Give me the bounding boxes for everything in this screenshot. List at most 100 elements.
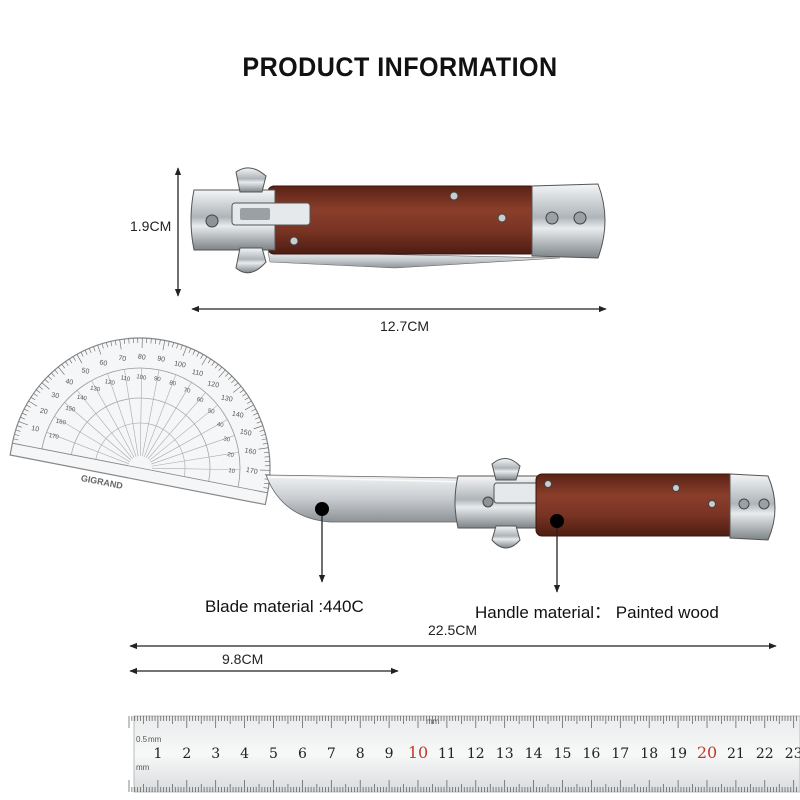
- protractor-tick: [35, 389, 41, 394]
- protractor-tick: [80, 352, 84, 357]
- protractor-tick: [180, 344, 183, 350]
- protractor-label: 160: [244, 447, 257, 456]
- ruler-unit-mm-bottom: mm: [136, 763, 150, 772]
- protractor-label: 20: [39, 408, 48, 416]
- protractor-tick: [192, 350, 196, 355]
- protractor-tick: [253, 412, 258, 416]
- handle-material-label: Handle material： Painted wood: [475, 603, 719, 622]
- protractor-tick: [13, 438, 19, 441]
- protractor-tick: [264, 465, 270, 467]
- ruler-number: 1: [153, 746, 162, 762]
- protractor-tick: [244, 404, 254, 411]
- protractor-label: 130: [90, 386, 102, 394]
- protractor-tick: [218, 366, 223, 372]
- protractor-tick: [128, 338, 130, 344]
- protractor-tick: [150, 338, 152, 344]
- protractor-label: 170: [245, 467, 258, 476]
- protractor-tick: [154, 338, 157, 344]
- protractor-tick: [251, 408, 256, 412]
- ruler-number: 9: [385, 746, 394, 762]
- protractor-tick: [54, 369, 59, 374]
- protractor-tick: [182, 346, 187, 357]
- protractor-tick: [61, 363, 66, 369]
- protractor-tick: [218, 369, 226, 378]
- protractor-tick: [110, 341, 113, 347]
- protractor-tick: [228, 375, 233, 380]
- ruler-number: 5: [269, 746, 278, 762]
- protractor-tick: [15, 429, 21, 432]
- protractor-label: 70: [183, 388, 191, 395]
- protractor-tick: [14, 434, 20, 436]
- protractor-ray: [91, 380, 135, 458]
- protractor-label: 100: [136, 374, 148, 382]
- ruler-number: 2: [182, 746, 191, 762]
- blade-length-label: 9.8CM: [222, 651, 264, 667]
- ruler-number: 23: [785, 746, 800, 762]
- protractor-tick: [41, 382, 50, 390]
- protractor-tick: [101, 343, 104, 349]
- protractor-tick: [253, 425, 264, 430]
- closed-height-label: 1.9CM: [130, 218, 172, 234]
- protractor-tick: [84, 350, 88, 355]
- protractor-tick: [123, 338, 126, 344]
- protractor-tick: [254, 416, 260, 420]
- protractor-label: 140: [231, 411, 244, 420]
- protractor-ray: [141, 369, 160, 457]
- protractor-label: 20: [227, 452, 235, 459]
- ruler-number: 19: [669, 746, 687, 762]
- protractor-tick: [172, 342, 174, 348]
- protractor-ray: [151, 467, 240, 471]
- protractor-tick: [72, 356, 76, 362]
- ruler-unit-small: 0.5: [136, 735, 148, 744]
- ruler-number: 21: [727, 746, 745, 762]
- protractor-tick: [22, 412, 27, 416]
- protractor-tick: [146, 338, 148, 344]
- protractor-tick: [234, 382, 239, 387]
- protractor-ray: [151, 452, 239, 467]
- protractor-tick: [47, 375, 52, 380]
- protractor-tick: [258, 447, 269, 450]
- protractor-tick: [106, 342, 108, 348]
- protractor-tick: [51, 372, 55, 377]
- protractor-tick: [242, 393, 247, 397]
- protractor-tick: [196, 352, 200, 357]
- protractor-label: 80: [169, 380, 177, 387]
- open-knife: [265, 458, 776, 549]
- protractor-label: 10: [31, 425, 40, 433]
- ruler-number: 11: [438, 746, 456, 762]
- page-title: PRODUCT INFORMATION: [242, 52, 558, 82]
- ruler-number: 18: [640, 746, 658, 762]
- protractor-ray: [149, 404, 218, 461]
- protractor-tick: [76, 354, 83, 364]
- protractor-tick: [38, 385, 44, 390]
- ruler-unit-mm-left: mm: [148, 735, 162, 744]
- protractor-tick: [44, 379, 49, 383]
- protractor-tick: [264, 460, 270, 462]
- protractor-tick: [93, 346, 96, 352]
- protractor-tick: [261, 438, 267, 441]
- ruler-number: 6: [298, 746, 307, 762]
- protractor-ray: [124, 369, 139, 457]
- ruler-number: 15: [554, 746, 572, 762]
- protractor-tick: [26, 404, 31, 408]
- ruler-number: 20: [697, 743, 717, 762]
- protractor-ray: [147, 392, 206, 460]
- protractor-label: 80: [137, 353, 146, 361]
- protractor-tick: [200, 354, 204, 359]
- protractor-tick: [201, 356, 208, 366]
- protractor-tick: [176, 343, 179, 349]
- protractor-tick: [244, 396, 250, 401]
- protractor-tick: [259, 469, 270, 471]
- protractor-tick: [262, 442, 268, 445]
- protractor-tick: [260, 434, 266, 436]
- protractor-label: 120: [104, 379, 116, 387]
- ruler-number: 4: [240, 746, 249, 762]
- protractor-tick: [188, 348, 192, 354]
- protractor-label: 110: [191, 369, 203, 378]
- protractor-label: 120: [207, 380, 220, 389]
- protractor-label: 150: [239, 428, 252, 437]
